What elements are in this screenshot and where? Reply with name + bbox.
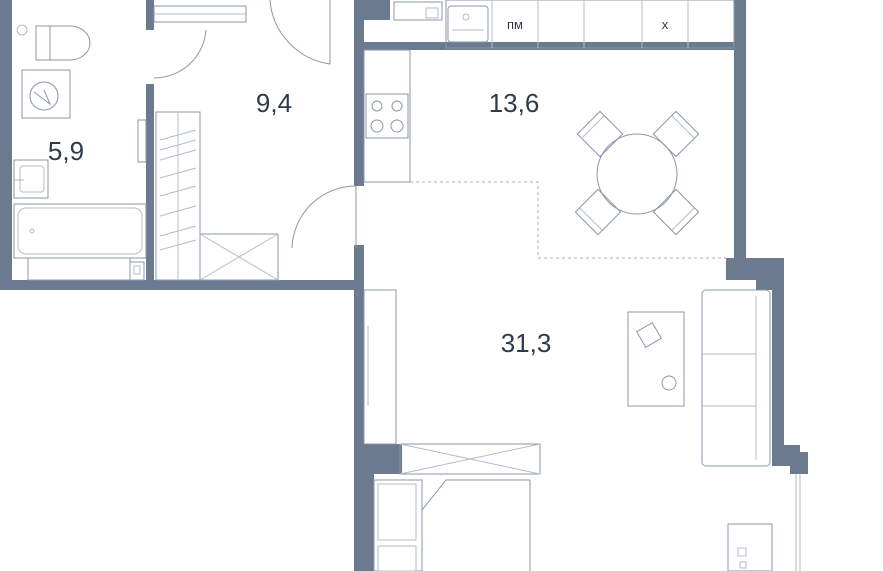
living-area-label: 31,3	[501, 328, 552, 358]
chair-icon	[652, 188, 700, 236]
sink-icon	[13, 159, 49, 199]
bathroom-area-label: 5,9	[48, 136, 84, 166]
chair-icon	[576, 110, 624, 158]
wardrobe	[155, 111, 201, 281]
chair-icon	[574, 188, 622, 236]
chair-icon	[652, 110, 700, 158]
washing-machine-icon	[21, 69, 71, 119]
dining-table	[574, 110, 700, 236]
walls	[0, 0, 808, 571]
hallway: 9,4	[153, 0, 357, 281]
bathtub-icon	[13, 203, 147, 259]
bathroom: 5,9	[13, 24, 207, 281]
cabinet-box	[399, 443, 541, 475]
kitchen-area-label: 13,6	[489, 88, 540, 118]
kitchen-counter	[445, 0, 735, 49]
bookshelf	[373, 479, 531, 571]
kitchen: пм х	[363, 0, 735, 259]
sofa	[701, 289, 771, 467]
hallway-area-label: 9,4	[256, 88, 292, 118]
toilet-icon	[16, 24, 91, 61]
dishwasher-label: пм	[507, 17, 523, 32]
kitchen-sink-icon	[447, 5, 489, 43]
stove-icon	[365, 93, 409, 139]
storage-box	[199, 233, 279, 281]
desk	[727, 523, 773, 571]
living-room: 31,3	[363, 289, 801, 571]
fridge-label: х	[662, 17, 669, 32]
coffee-table	[627, 311, 685, 407]
